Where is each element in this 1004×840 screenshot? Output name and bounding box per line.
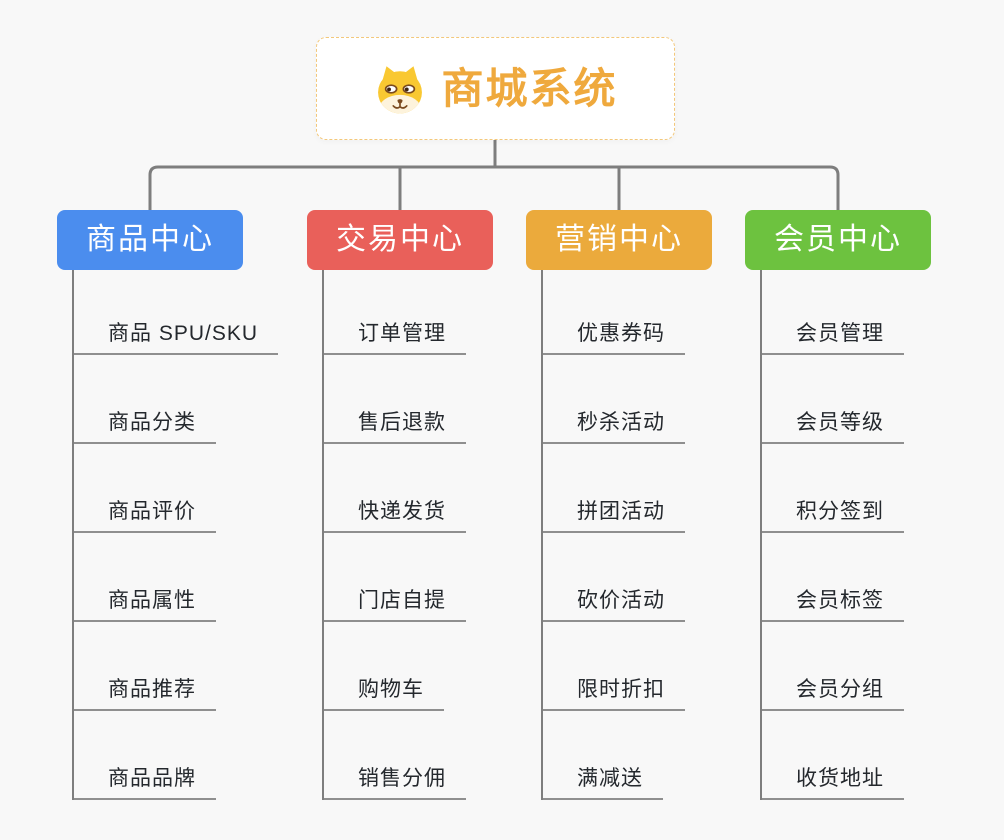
branch-children-trade-center: 订单管理 售后退款 快递发货 门店自提 购物车 销售分佣 bbox=[322, 270, 547, 800]
leaf-row: 购物车 bbox=[324, 622, 547, 711]
branch-node-member-center[interactable]: 会员中心 bbox=[745, 210, 931, 270]
leaf-row: 商品品牌 bbox=[74, 711, 297, 800]
leaf-row: 商品属性 bbox=[74, 533, 297, 622]
leaf-row: 优惠券码 bbox=[543, 270, 766, 355]
leaf-node[interactable]: 积分签到 bbox=[762, 500, 904, 533]
leaf-node[interactable]: 商品推荐 bbox=[74, 678, 216, 711]
branch-marketing-center: 营销中心 优惠券码 秒杀活动 拼团活动 砍价活动 限时折扣 满减送 bbox=[526, 210, 766, 800]
doge-icon bbox=[378, 65, 423, 113]
branch-label-trade-center: 交易中心 bbox=[336, 223, 464, 256]
leaf-row: 积分签到 bbox=[762, 444, 985, 533]
leaf-row: 门店自提 bbox=[324, 533, 547, 622]
leaf-row: 商品分类 bbox=[74, 355, 297, 444]
leaf-node[interactable]: 购物车 bbox=[324, 678, 444, 711]
leaf-row: 销售分佣 bbox=[324, 711, 547, 800]
branch-product-center: 商品中心 商品 SPU/SKU 商品分类 商品评价 商品属性 商品推荐 商品品牌 bbox=[57, 210, 297, 800]
leaf-node[interactable]: 商品品牌 bbox=[74, 767, 216, 800]
leaf-row: 售后退款 bbox=[324, 355, 547, 444]
leaf-row: 拼团活动 bbox=[543, 444, 766, 533]
leaf-row: 商品推荐 bbox=[74, 622, 297, 711]
branch-node-trade-center[interactable]: 交易中心 bbox=[307, 210, 493, 270]
leaf-row: 会员管理 bbox=[762, 270, 985, 355]
leaf-row: 会员等级 bbox=[762, 355, 985, 444]
branch-label-marketing-center: 营销中心 bbox=[555, 223, 683, 256]
leaf-node[interactable]: 拼团活动 bbox=[543, 500, 685, 533]
leaf-node[interactable]: 商品 SPU/SKU bbox=[74, 322, 279, 355]
leaf-node[interactable]: 秒杀活动 bbox=[543, 411, 685, 444]
leaf-row: 商品 SPU/SKU bbox=[74, 270, 297, 355]
leaf-node[interactable]: 销售分佣 bbox=[324, 767, 466, 800]
branch-trade-center: 交易中心 订单管理 售后退款 快递发货 门店自提 购物车 销售分佣 bbox=[307, 210, 547, 800]
leaf-node[interactable]: 商品属性 bbox=[74, 589, 216, 622]
leaf-node[interactable]: 会员等级 bbox=[762, 411, 904, 444]
branch-member-center: 会员中心 会员管理 会员等级 积分签到 会员标签 会员分组 收货地址 bbox=[745, 210, 985, 800]
leaf-row: 订单管理 bbox=[324, 270, 547, 355]
leaf-row: 满减送 bbox=[543, 711, 766, 800]
leaf-row: 收货地址 bbox=[762, 711, 985, 800]
branch-node-marketing-center[interactable]: 营销中心 bbox=[526, 210, 712, 270]
leaf-row: 快递发货 bbox=[324, 444, 547, 533]
leaf-row: 砍价活动 bbox=[543, 533, 766, 622]
root-title: 商城系统 bbox=[441, 64, 618, 112]
leaf-node[interactable]: 订单管理 bbox=[324, 322, 466, 355]
leaf-row: 限时折扣 bbox=[543, 622, 766, 711]
leaf-node[interactable]: 收货地址 bbox=[762, 767, 904, 800]
leaf-node[interactable]: 优惠券码 bbox=[543, 322, 685, 355]
leaf-row: 会员标签 bbox=[762, 533, 985, 622]
leaf-row: 秒杀活动 bbox=[543, 355, 766, 444]
leaf-node[interactable]: 限时折扣 bbox=[543, 678, 685, 711]
leaf-node[interactable]: 砍价活动 bbox=[543, 589, 685, 622]
root-node[interactable]: 商城系统 bbox=[316, 37, 675, 140]
leaf-node[interactable]: 会员管理 bbox=[762, 322, 904, 355]
branch-children-marketing-center: 优惠券码 秒杀活动 拼团活动 砍价活动 限时折扣 满减送 bbox=[541, 270, 766, 800]
leaf-node[interactable]: 会员标签 bbox=[762, 589, 904, 622]
leaf-node[interactable]: 满减送 bbox=[543, 767, 663, 800]
leaf-node[interactable]: 商品评价 bbox=[74, 500, 216, 533]
leaf-node[interactable]: 售后退款 bbox=[324, 411, 466, 444]
branch-label-member-center: 会员中心 bbox=[774, 223, 902, 256]
leaf-node[interactable]: 快递发货 bbox=[324, 500, 466, 533]
branch-children-product-center: 商品 SPU/SKU 商品分类 商品评价 商品属性 商品推荐 商品品牌 bbox=[72, 270, 297, 800]
leaf-node[interactable]: 商品分类 bbox=[74, 411, 216, 444]
branch-children-member-center: 会员管理 会员等级 积分签到 会员标签 会员分组 收货地址 bbox=[760, 270, 985, 800]
leaf-node[interactable]: 门店自提 bbox=[324, 589, 466, 622]
branch-label-product-center: 商品中心 bbox=[86, 223, 214, 256]
branch-node-product-center[interactable]: 商品中心 bbox=[57, 210, 243, 270]
leaf-row: 会员分组 bbox=[762, 622, 985, 711]
leaf-node[interactable]: 会员分组 bbox=[762, 678, 904, 711]
leaf-row: 商品评价 bbox=[74, 444, 297, 533]
